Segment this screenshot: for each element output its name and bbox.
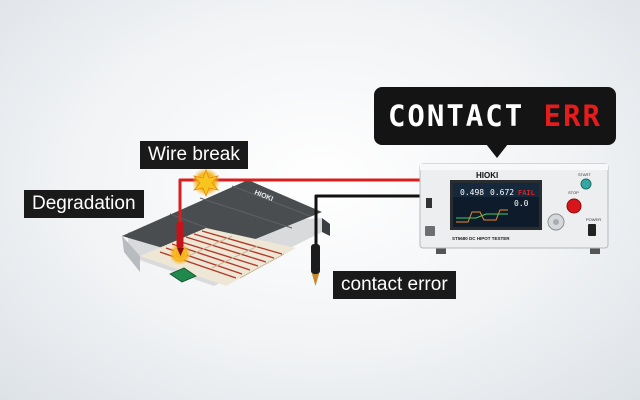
power-switch[interactable]	[588, 224, 596, 236]
power-label: POWER	[586, 217, 601, 222]
contact-err-prefix: CONTACT	[387, 99, 544, 133]
screen-value-2: 0.672	[490, 188, 514, 197]
black-wire	[314, 194, 424, 246]
black-probe	[311, 244, 320, 274]
wire-break-spark	[192, 168, 220, 198]
hipot-tester: HIOKI 0.498 0.672 FAIL 0.0 ST5680 DC HIP…	[419, 163, 609, 254]
battery-circuit-board	[169, 267, 197, 283]
battery-top-cover	[122, 180, 322, 260]
battery-cell-dividers	[183, 235, 285, 279]
red-probe-tip	[177, 248, 184, 256]
callout-tail	[486, 144, 508, 158]
start-button[interactable]	[580, 178, 592, 190]
contact-err-text: CONTACT ERR	[374, 87, 616, 145]
tester-left-switch[interactable]	[425, 226, 435, 236]
screen-status: FAIL	[518, 189, 535, 197]
contact-err-word: ERR	[543, 99, 603, 133]
screen-value-1: 0.498	[460, 188, 484, 197]
battery-end-cap	[122, 236, 140, 272]
tester-brand: HIOKI	[476, 171, 498, 180]
stop-button[interactable]	[566, 198, 582, 214]
red-probe	[176, 222, 184, 248]
battery-module: HIOKI	[122, 180, 330, 286]
screen-waveform-green	[456, 213, 508, 219]
usb-port[interactable]	[426, 198, 432, 208]
contact-err-callout: CONTACT ERR	[374, 87, 616, 145]
tester-model: ST5680 DC HIPOT TESTER	[452, 236, 510, 241]
contact-error-label: contact error	[333, 271, 456, 299]
black-probe-tip	[312, 274, 319, 286]
screen-value-3: 0.0	[514, 199, 529, 208]
battery-side-face	[322, 218, 330, 236]
stop-label: STOP	[568, 190, 579, 195]
wire-break-label: Wire break	[140, 141, 248, 169]
degradation-label: Degradation	[24, 190, 144, 218]
start-label: START	[578, 172, 591, 177]
